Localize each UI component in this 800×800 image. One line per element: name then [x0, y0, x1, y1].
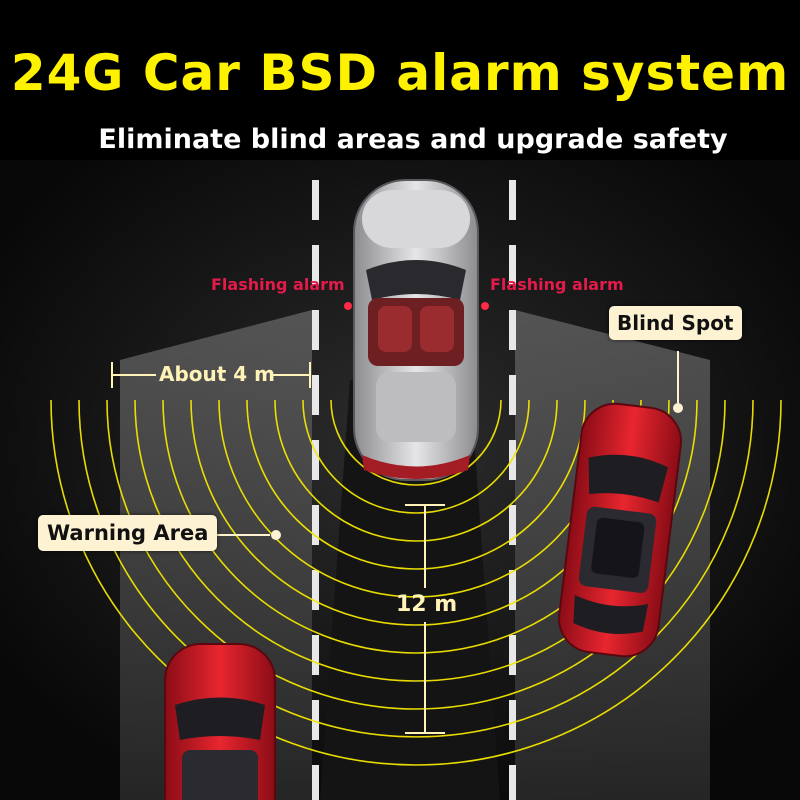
- center-lane: [320, 380, 500, 800]
- radar-ring: [50, 399, 782, 766]
- flashing-alarm-right-label: Flashing alarm: [490, 275, 624, 294]
- adjacent-car-icon: [558, 402, 682, 658]
- radar-ring: [330, 399, 502, 486]
- width-measure-line: [111, 362, 311, 388]
- host-car-icon: [344, 179, 489, 481]
- radar-ring: [78, 399, 754, 738]
- flashing-alarm-left-label: Flashing alarm: [211, 275, 345, 294]
- width-measure-label: About 4 m: [159, 362, 276, 386]
- warning-area-pointer: [216, 530, 281, 540]
- radar-ring: [302, 399, 530, 514]
- radar-ring: [274, 399, 558, 542]
- blind-spot-tag: Blind Spot: [609, 306, 742, 340]
- page-subtitle: Eliminate blind areas and upgrade safety: [98, 124, 728, 155]
- following-car-icon: [164, 643, 276, 800]
- page-title: 24G Car BSD alarm system: [10, 44, 790, 102]
- warning-area-tag: Warning Area: [38, 515, 218, 551]
- length-measure-label: 12 m: [396, 592, 458, 617]
- blind-spot-pointer: [673, 351, 683, 413]
- left-lane-markings: [312, 180, 319, 800]
- length-measure-line: [405, 504, 445, 734]
- radar-ring: [246, 399, 586, 570]
